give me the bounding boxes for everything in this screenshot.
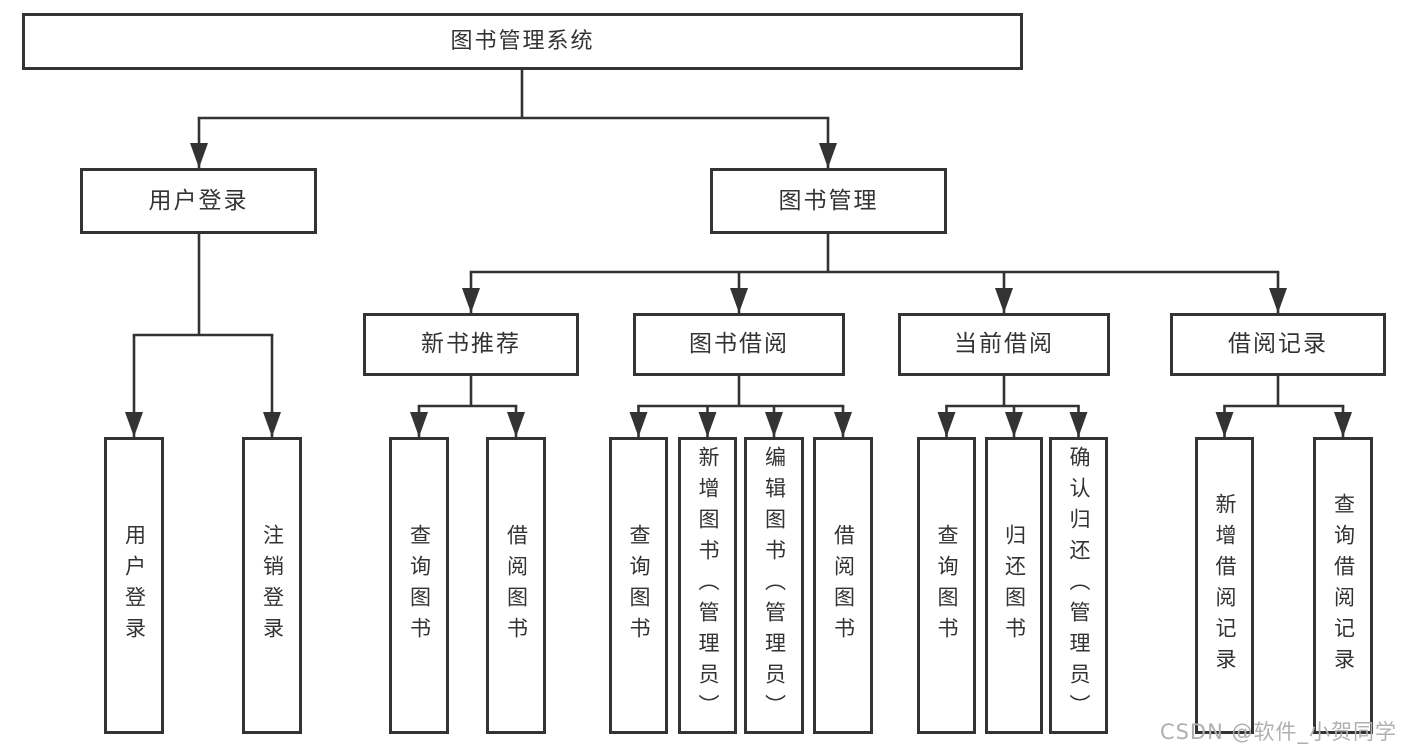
node-new-book-recommend: 新书推荐 [363,313,579,376]
leaf-edit-book-admin: 编辑图书（管理员） [744,437,804,734]
node-book-borrow: 图书借阅 [633,313,845,376]
leaf-add-borrow-record: 新增借阅记录 [1195,437,1254,734]
node-label: 注销登录 [260,523,285,648]
node-label: 归还图书 [1002,523,1027,648]
leaf-add-book-admin: 新增图书（管理员） [678,437,737,734]
node-label: 新增图书（管理员） [696,446,720,725]
leaf-user-login: 用户登录 [104,437,164,734]
leaf-query-borrow-record: 查询借阅记录 [1313,437,1373,734]
csdn-watermark: CSDN @软件_小贺同学 [1159,720,1397,744]
node-label: 查询图书 [407,523,432,648]
node-label: 借阅图书 [831,523,856,648]
node-label: 新书推荐 [421,331,521,357]
leaf-return-book: 归还图书 [985,437,1043,734]
leaf-logout: 注销登录 [242,437,302,734]
node-label: 当前借阅 [954,331,1054,357]
node-label: 用户登录 [122,523,147,648]
leaf-borrow-book-recommend: 借阅图书 [486,437,546,734]
node-label: 编辑图书（管理员） [762,446,787,725]
leaf-confirm-return-admin: 确认归还（管理员） [1049,437,1108,734]
leaf-borrow-book: 借阅图书 [813,437,873,734]
node-label: 查询借阅记录 [1331,492,1356,679]
node-root: 图书管理系统 [22,13,1023,70]
leaf-query-book-recommend: 查询图书 [389,437,449,734]
node-label: 图书管理系统 [450,28,595,54]
node-label: 用户登录 [148,187,249,214]
node-user-login: 用户登录 [80,168,317,234]
node-label: 借阅记录 [1228,331,1328,357]
leaf-query-book-current: 查询图书 [917,437,976,734]
node-borrow-record: 借阅记录 [1170,313,1386,376]
node-label: 查询图书 [935,523,959,648]
node-label: 借阅图书 [504,523,529,648]
node-label: 查询图书 [627,523,651,648]
node-current-borrow: 当前借阅 [898,313,1110,376]
leaf-query-book-borrow: 查询图书 [609,437,668,734]
node-book-management: 图书管理 [710,168,947,234]
node-label: 图书借阅 [689,331,789,357]
node-label: 新增借阅记录 [1213,492,1237,679]
node-label: 确认归还（管理员） [1067,446,1091,725]
node-label: 图书管理 [778,187,879,214]
